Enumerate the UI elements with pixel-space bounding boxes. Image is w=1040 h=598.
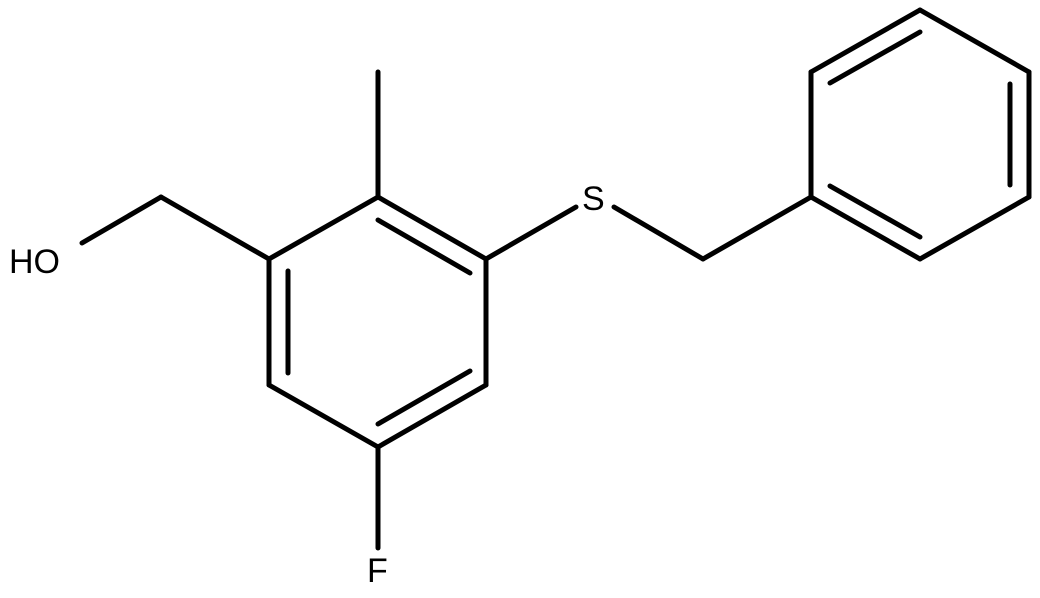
bond-ring-lower-left bbox=[266, 382, 381, 450]
bond-ch2-to-oh bbox=[79, 194, 164, 246]
bond-phenyl-6-inner bbox=[827, 183, 923, 240]
fluorine-label: F bbox=[367, 552, 388, 590]
bond-ring-top bbox=[375, 194, 489, 262]
bond-ring-lower-right-inner bbox=[375, 368, 473, 427]
bond-ring-to-sulfur bbox=[483, 204, 579, 262]
bond-ring-upper-left bbox=[266, 194, 381, 262]
central-ring bbox=[266, 194, 489, 450]
bond-phenyl-2 bbox=[808, 7, 923, 75]
bond-phenyl-6 bbox=[808, 194, 923, 262]
bond-ring-lower-right bbox=[375, 382, 489, 450]
hydroxyl-label: HO bbox=[9, 243, 60, 281]
bond-ring-to-ch2 bbox=[158, 194, 272, 262]
bond-phenyl-3 bbox=[917, 7, 1032, 75]
phenyl-ring bbox=[808, 7, 1032, 262]
bond-ch2-to-phenyl bbox=[700, 194, 814, 262]
bond-phenyl-5 bbox=[917, 194, 1032, 262]
sulfur-label: S bbox=[582, 180, 605, 218]
bond-phenyl-2-inner bbox=[827, 29, 923, 86]
bond-sulfur-to-ch2 bbox=[611, 204, 706, 262]
bond-ring-top-inner bbox=[375, 217, 473, 276]
